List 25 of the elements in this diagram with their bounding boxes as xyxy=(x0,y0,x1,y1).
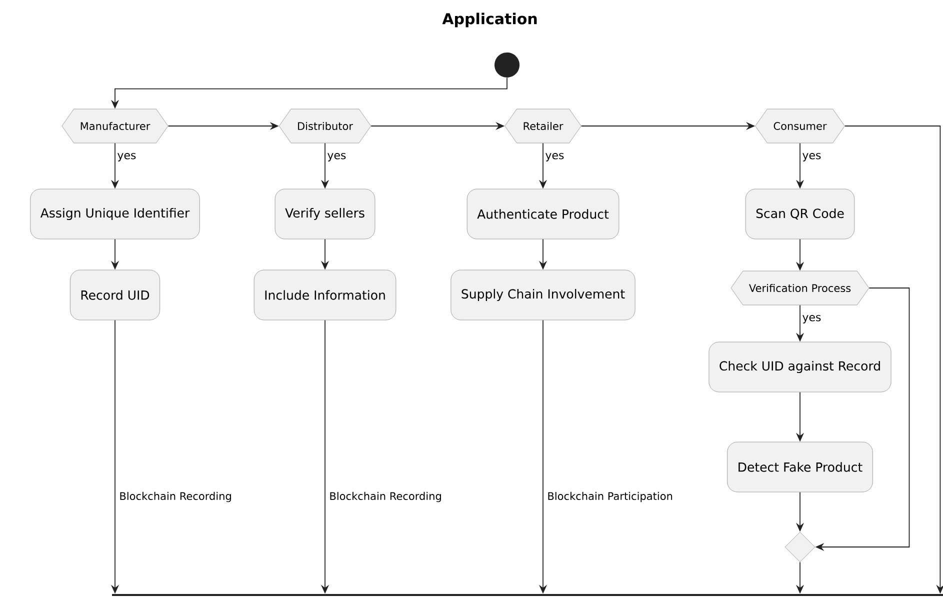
diagram-title: Application xyxy=(442,12,537,28)
activity-box: Detect Fake Product xyxy=(727,442,873,492)
edge-label: Blockchain Participation xyxy=(546,490,674,504)
edge-label: yes xyxy=(801,152,822,162)
edge-label: yes xyxy=(326,152,348,162)
activity-box: Authenticate Product xyxy=(466,188,620,240)
activity-box: Scan QR Code xyxy=(745,188,855,240)
activity-box: Record UID xyxy=(70,270,160,320)
decision-hexagon: Distributor xyxy=(278,108,372,144)
edge-label: Blockchain Recording xyxy=(118,490,233,504)
edge-label: yes xyxy=(544,152,566,162)
decision-hexagon: Retailer xyxy=(504,108,582,144)
decision-hexagon: Verification Process xyxy=(730,270,870,306)
edge-label: Blockchain Recording xyxy=(328,490,443,504)
activity-box: Verify sellers xyxy=(274,188,376,240)
activity-box: Include Information xyxy=(254,270,396,320)
activity-box: Supply Chain Involvement xyxy=(450,270,636,320)
activity-box: Assign Unique Identifier xyxy=(30,188,200,240)
activity-box: Check UID against Record xyxy=(708,342,892,392)
edge-label: yes xyxy=(801,314,822,324)
start-dot xyxy=(494,52,520,78)
decision-hexagon: Consumer xyxy=(755,108,845,144)
decision-hexagon: Manufacturer xyxy=(62,108,168,144)
edge-label: yes xyxy=(116,152,138,162)
merge-diamond xyxy=(784,532,816,562)
